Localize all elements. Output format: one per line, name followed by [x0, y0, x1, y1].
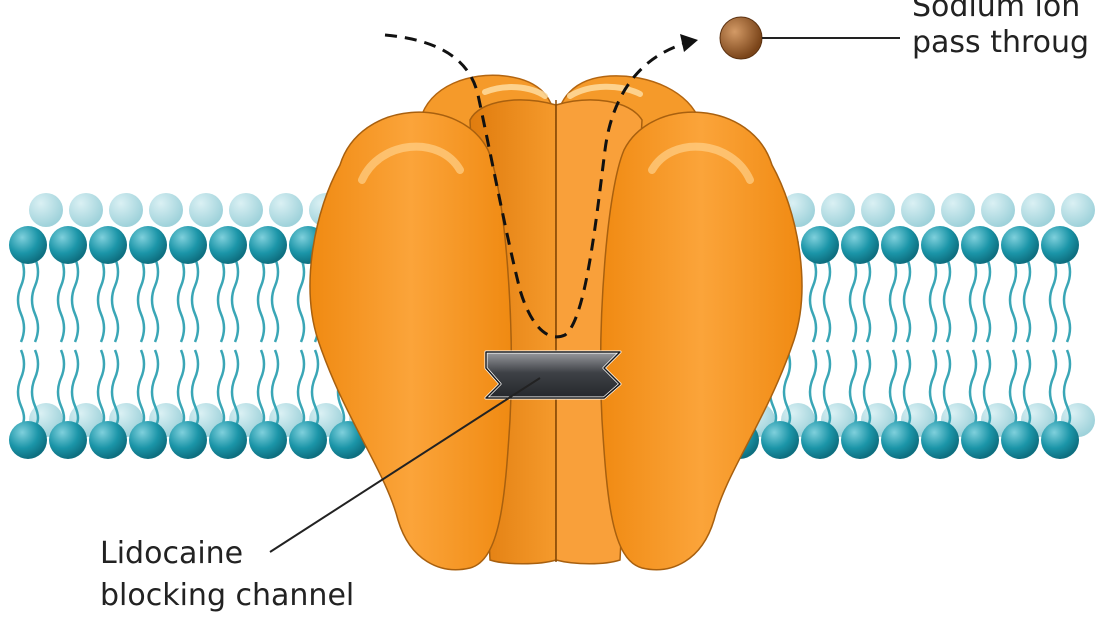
- lipid-tail-top: [152, 258, 158, 342]
- lipid-head-back-top: [861, 193, 895, 227]
- lipid-tail-top: [58, 258, 64, 342]
- lipid-tail-top: [970, 258, 976, 342]
- lipid-tail-top: [18, 258, 24, 342]
- lipid-head-top: [9, 226, 47, 264]
- lipid-head-bottom: [801, 421, 839, 459]
- sodium-label-line1: Sodium ion: [912, 0, 1080, 24]
- lipid-tail-top: [178, 258, 184, 342]
- lipid-tail-top: [984, 258, 990, 342]
- lipid-head-bottom: [89, 421, 127, 459]
- lipid-head-bottom: [961, 421, 999, 459]
- lipid-head-bottom: [209, 421, 247, 459]
- lipid-head-back-top: [229, 193, 263, 227]
- lipid-tail-top: [810, 258, 816, 342]
- lipid-head-bottom: [841, 421, 879, 459]
- lipid-head-bottom: [169, 421, 207, 459]
- lipid-tail-top: [890, 258, 896, 342]
- sodium-channel-protein: [310, 75, 802, 569]
- lipid-head-top: [961, 226, 999, 264]
- lipid-tail-top: [138, 258, 144, 342]
- lipid-head-bottom: [881, 421, 919, 459]
- lipid-head-bottom: [289, 421, 327, 459]
- lipid-head-bottom: [9, 421, 47, 459]
- lipid-tail-top: [944, 258, 950, 342]
- lidocaine-blocker: [486, 352, 620, 398]
- lipid-head-top: [841, 226, 879, 264]
- lipid-head-top: [801, 226, 839, 264]
- lipid-head-top: [89, 226, 127, 264]
- lipid-head-back-top: [69, 193, 103, 227]
- lipid-head-top: [169, 226, 207, 264]
- lipid-tail-top: [298, 258, 304, 342]
- lipid-head-back-top: [29, 193, 63, 227]
- channel-outer-subunit-right: [601, 112, 802, 569]
- sodium-ion: [720, 17, 762, 59]
- lipid-head-back-top: [109, 193, 143, 227]
- ion-path-arrowhead-icon: [680, 34, 698, 52]
- lipid-tail-top: [904, 258, 910, 342]
- lipid-head-back-top: [821, 193, 855, 227]
- lipid-head-top: [249, 226, 287, 264]
- lipid-tail-top: [1024, 258, 1030, 342]
- lipid-head-bottom: [249, 421, 287, 459]
- lipid-head-back-top: [1021, 193, 1055, 227]
- lipid-tail-top: [1050, 258, 1056, 342]
- lipid-head-bottom: [1041, 421, 1079, 459]
- lipid-head-back-top: [189, 193, 223, 227]
- lipid-head-back-top: [269, 193, 303, 227]
- lipid-head-top: [1041, 226, 1079, 264]
- lipid-head-back-top: [901, 193, 935, 227]
- lipid-head-bottom: [129, 421, 167, 459]
- sodium-label-line2: pass throug: [912, 25, 1089, 60]
- lipid-tail-top: [258, 258, 264, 342]
- lipid-tail-top: [930, 258, 936, 342]
- lipid-tail-top: [72, 258, 78, 342]
- lipid-head-bottom: [921, 421, 959, 459]
- lipid-tail-top: [32, 258, 38, 342]
- lipid-tail-top: [218, 258, 224, 342]
- lipid-head-back-top: [941, 193, 975, 227]
- lipid-head-bottom: [49, 421, 87, 459]
- lipid-tail-top: [272, 258, 278, 342]
- lipid-tail-top: [864, 258, 870, 342]
- lipid-head-back-top: [149, 193, 183, 227]
- lipid-tail-top: [112, 258, 118, 342]
- lipid-head-back-top: [981, 193, 1015, 227]
- lipid-head-top: [921, 226, 959, 264]
- lipid-tail-top: [98, 258, 104, 342]
- lipid-head-top: [881, 226, 919, 264]
- channel-outer-subunit-left: [310, 112, 511, 569]
- lipid-tail-top: [192, 258, 198, 342]
- lipid-head-bottom: [761, 421, 799, 459]
- lipid-tail-top: [824, 258, 830, 342]
- lipid-tail-top: [1010, 258, 1016, 342]
- lipid-head-bottom: [1001, 421, 1039, 459]
- lipid-head-top: [209, 226, 247, 264]
- lipid-tail-top: [850, 258, 856, 342]
- lipid-tail-top: [232, 258, 238, 342]
- lipid-tail-bottom: [18, 350, 24, 426]
- lipid-head-top: [1001, 226, 1039, 264]
- lipid-head-top: [129, 226, 167, 264]
- lidocaine-label-line1: Lidocaine: [100, 536, 243, 571]
- lipid-head-top: [49, 226, 87, 264]
- lidocaine-label-line2: blocking channel: [100, 578, 354, 613]
- lipid-tail-top: [1064, 258, 1070, 342]
- lipid-head-back-top: [1061, 193, 1095, 227]
